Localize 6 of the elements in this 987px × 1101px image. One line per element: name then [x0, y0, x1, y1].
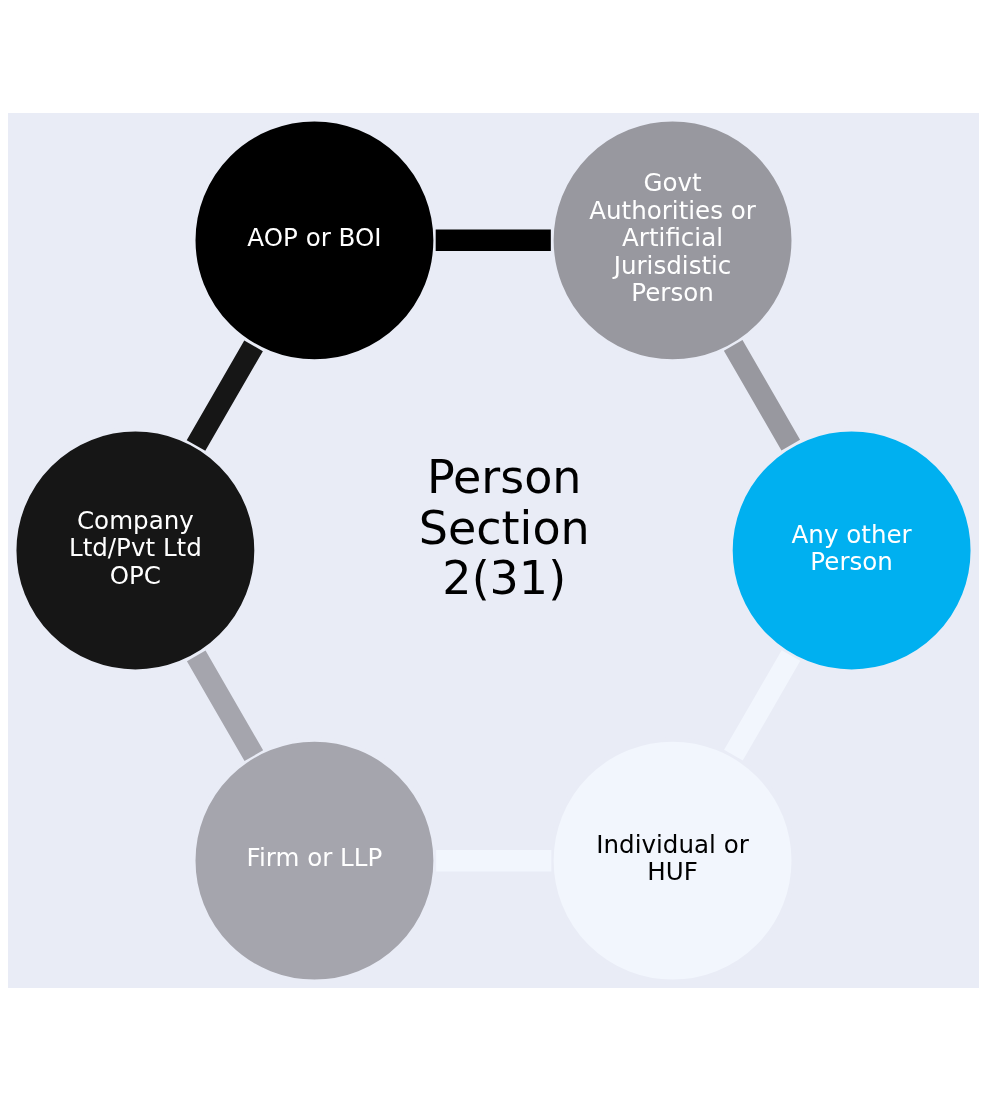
connector — [186, 340, 263, 451]
connector — [724, 650, 801, 761]
connector — [723, 340, 801, 451]
connector — [186, 650, 264, 761]
connector — [435, 229, 551, 252]
label: Person Section 2(31) — [418, 449, 590, 606]
